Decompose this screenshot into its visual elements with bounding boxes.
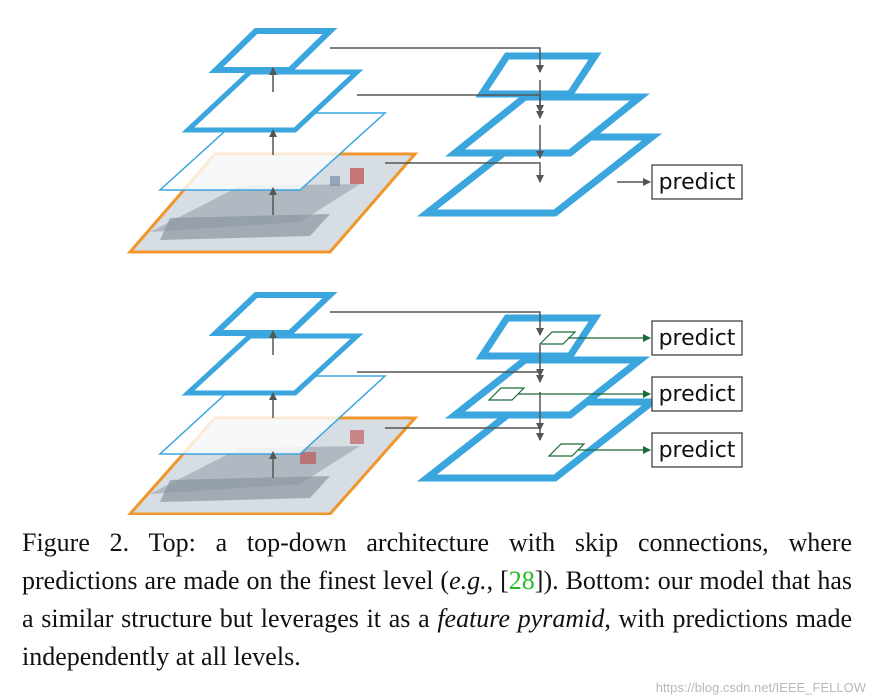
bottom-predict-label-1: predict — [659, 326, 736, 351]
caption-feature-pyramid: feature pyramid — [437, 604, 605, 633]
top-bottomup-level-2 — [181, 69, 364, 133]
citation-link[interactable]: 28 — [508, 566, 535, 595]
bottom-predict-box-1 — [651, 320, 743, 356]
prediction-window-level-2 — [487, 387, 526, 401]
top-diagram: predict — [126, 28, 743, 254]
bottom-diagram: predict predict predict — [127, 292, 743, 515]
bottom-bottomup-level-3 — [208, 292, 338, 336]
top-topdown-level-3 — [475, 52, 602, 98]
top-predict-label: predict — [659, 170, 736, 195]
watermark: https://blog.csdn.net/IEEE_FELLOW — [655, 680, 866, 695]
caption-eg: e.g. — [449, 566, 487, 595]
top-topdown-level-2 — [445, 93, 650, 157]
bottom-topdown-level-2 — [444, 356, 651, 419]
caption-tail: , with predictions made independently at… — [22, 604, 852, 671]
caption-comma: , [ — [486, 566, 509, 595]
fpn-figure: predict predict — [126, 28, 743, 515]
prediction-window-level-1 — [547, 443, 586, 457]
top-bottomup-level-3 — [208, 28, 338, 73]
bottom-predict-label-2: predict — [659, 382, 736, 407]
bottom-predict-box-3 — [651, 432, 743, 468]
top-predict-box — [651, 164, 743, 200]
bottom-predict-label-3: predict — [659, 438, 736, 463]
prediction-window-level-3 — [538, 331, 577, 345]
caption-mid: ]). Bottom: our model that has a similar… — [22, 566, 852, 633]
bottom-bottomup-level-2 — [181, 333, 364, 396]
bottom-topdown-level-3 — [475, 314, 602, 360]
caption-lead: Figure 2. Top: a top-down architecture w… — [22, 528, 852, 595]
bottom-predict-box-2 — [651, 376, 743, 412]
figure-caption: Figure 2. Top: a top-down architecture w… — [22, 524, 852, 676]
